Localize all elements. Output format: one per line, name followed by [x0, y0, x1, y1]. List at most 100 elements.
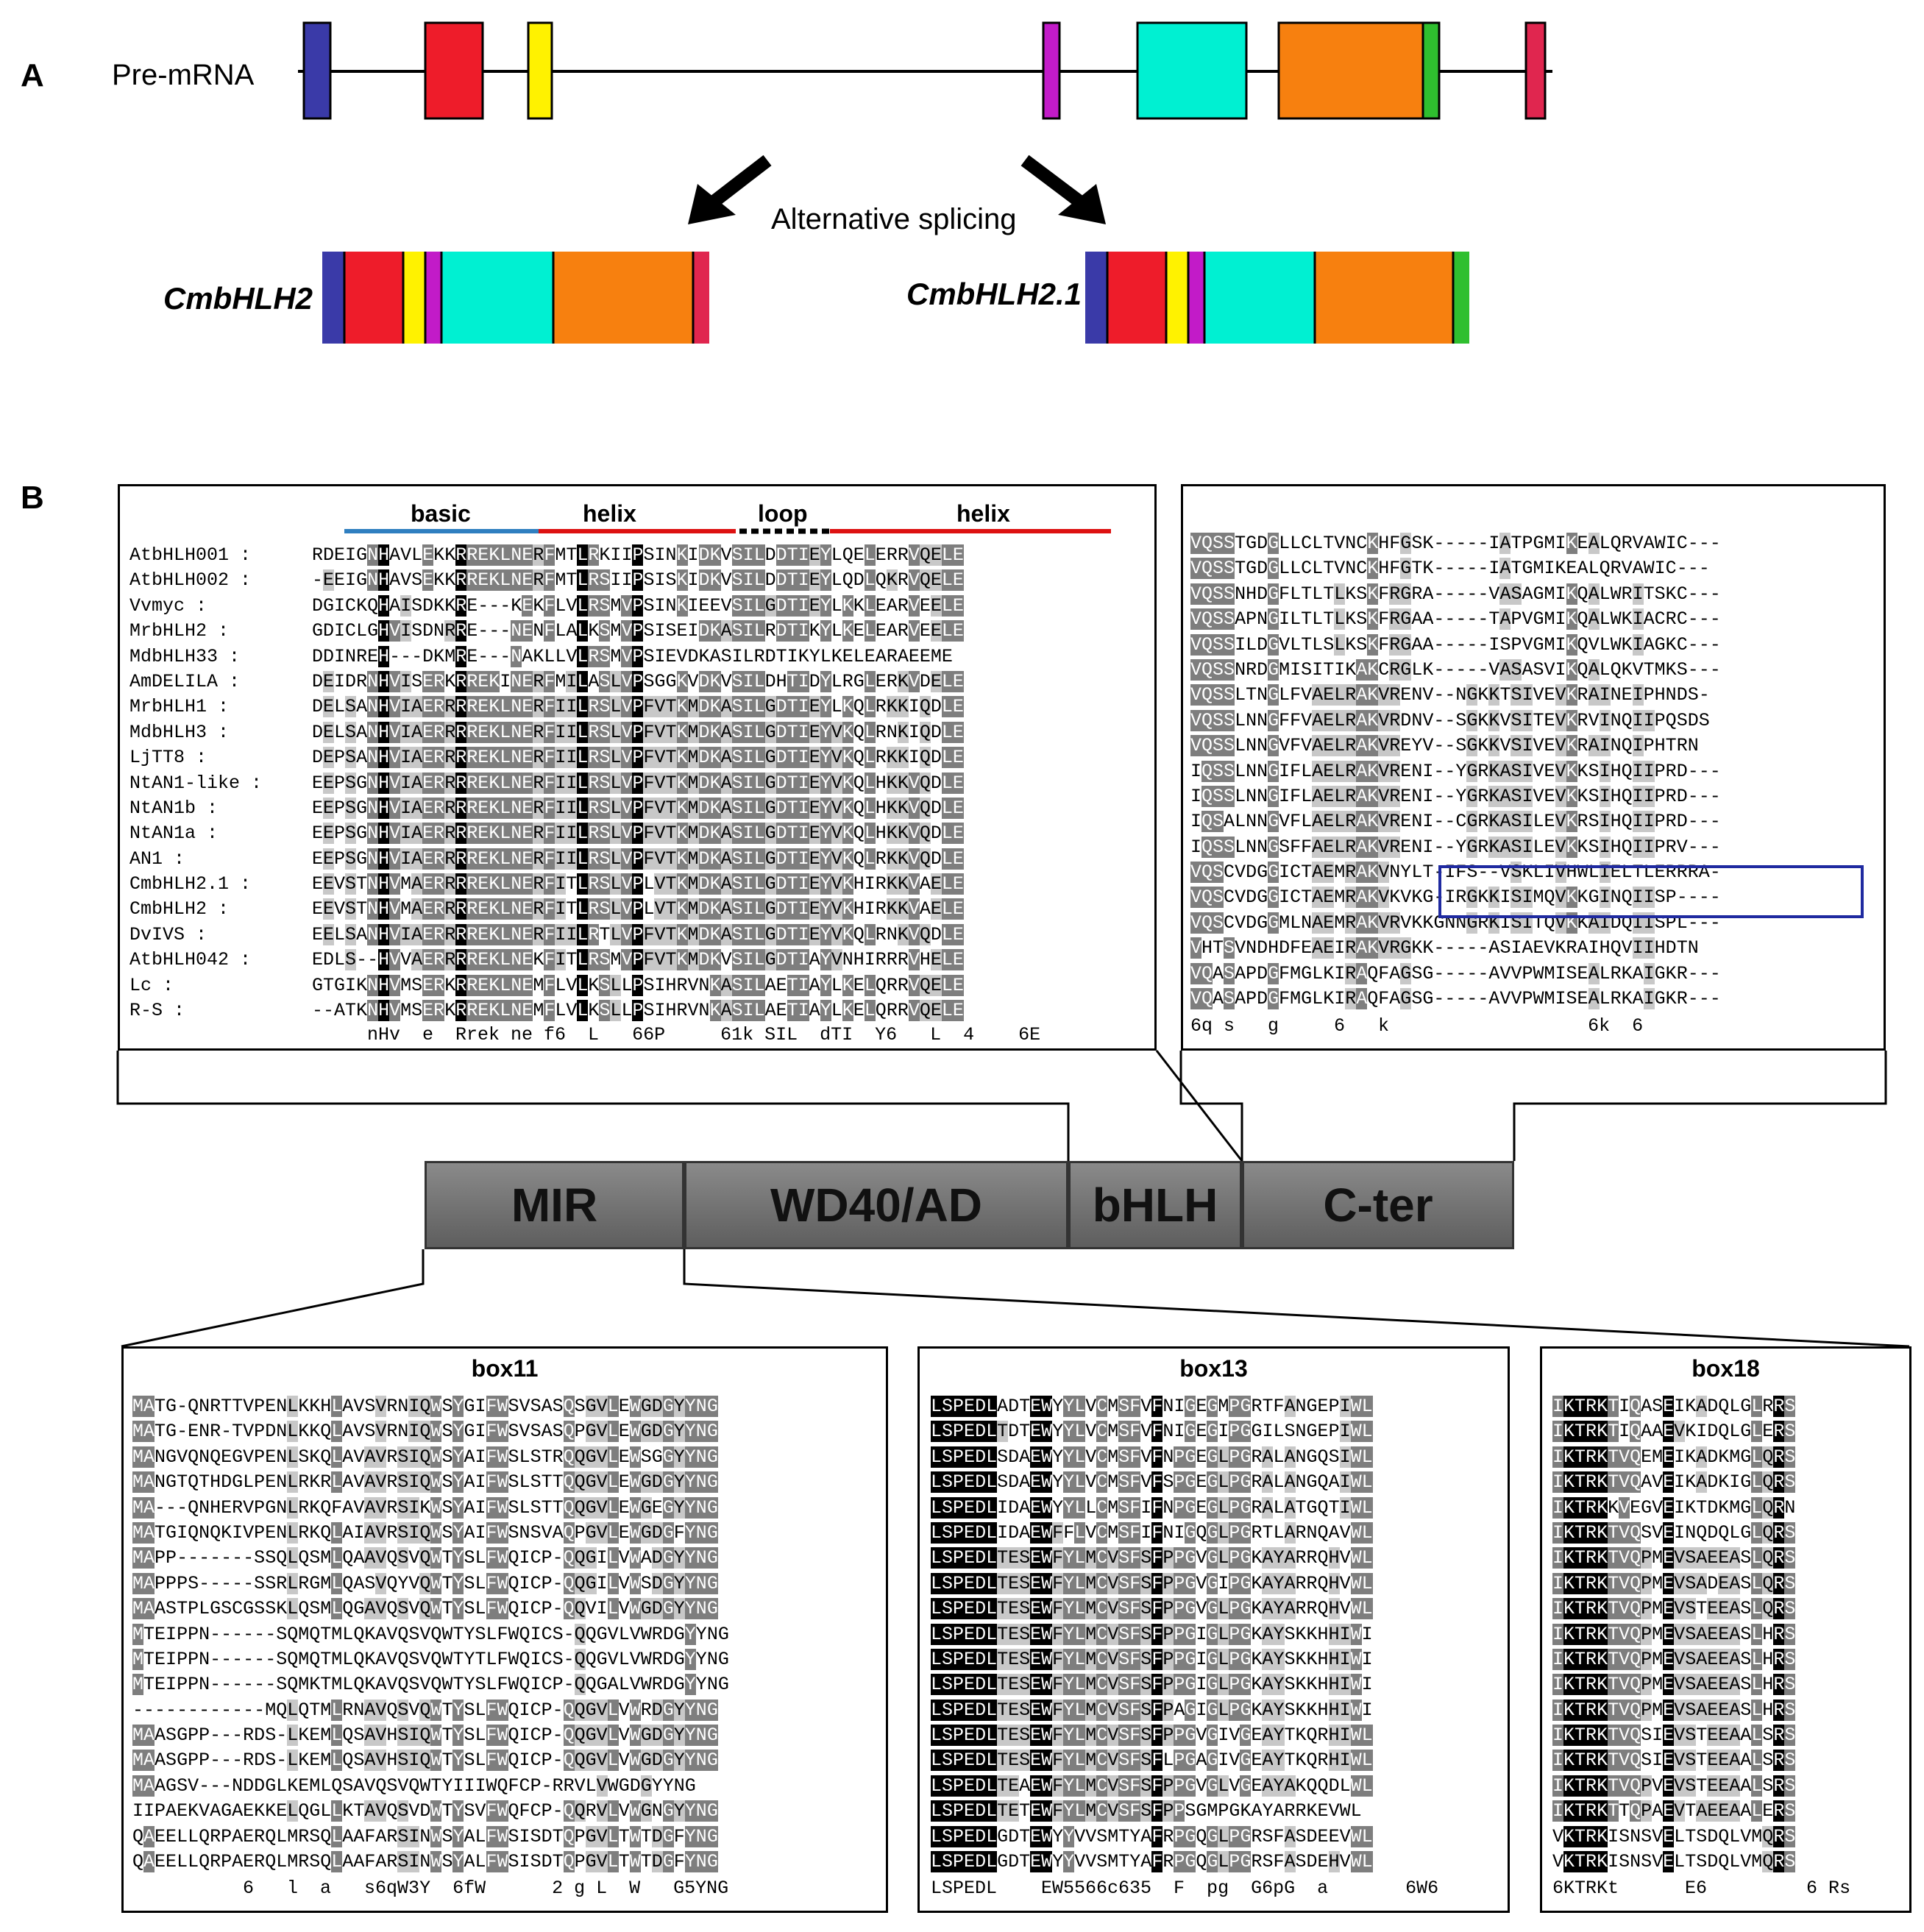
- species-name: MdbHLH33 :: [129, 645, 241, 667]
- alignment-row: IKTRKTVQPMEVSAEEASLHRS: [1552, 1674, 1796, 1696]
- box18-consensus: 6KTRKt E6 6 Rs: [1552, 1878, 1851, 1899]
- species-name: MrbHLH1 :: [129, 696, 230, 718]
- alignment-row: LSPEDLTESEWFYLMCVSFSFPAGIGLPGKAYSKKHHIWI: [931, 1699, 1373, 1721]
- alignment-row: DELSANHVIAERRRREKLNERFIILRSLVPFVTKMDKASI…: [312, 696, 964, 718]
- species-name: AmDELILA :: [129, 670, 241, 692]
- alignment-row: LSPEDLTEAEWFYLMCVSFSFPPGVGLVGEAYAKQQDLWL: [931, 1775, 1373, 1797]
- exon-8: [1524, 21, 1547, 120]
- species-name: MdbHLH3 :: [129, 721, 230, 743]
- exon-7: [1421, 21, 1441, 120]
- alignment-row: MTEIPPN------SQMQTMLQKAVQSVQWTYSLFWQICS-…: [132, 1623, 729, 1645]
- isoform-cmbhlh2-label: CmbHLH2: [163, 281, 313, 316]
- alignment-row: IQSSLNNGIFLAELRAKVRENI--YGRKASIVEVKKSIHQ…: [1190, 760, 1721, 782]
- alignment-row: LSPEDLTESEWFYLMCVSFSFPPGIGLPGKAYSKKHHIWI: [931, 1648, 1373, 1670]
- alignment-row: IKTRKTTQPAEVTAEEAALERS: [1552, 1800, 1796, 1822]
- alignment-row: GTGIKNHVMSERKRREKLNEMFLVLKSLLPSIHRVNKASI…: [312, 974, 964, 996]
- alignment-row: LSPEDLTESEWFYLMCVSFSFPPGIGLPGKAYSKKHHIWI: [931, 1674, 1373, 1696]
- alignment-row: VHTSVNDHDFEAEIRAKVRGKK-----ASIAEVKRAIHQV…: [1190, 937, 1699, 959]
- species-name: Lc :: [129, 974, 174, 996]
- species-name: AN1 :: [129, 848, 185, 870]
- alignment-row: MATG-QNRTTVPENLKKHLAVSVRNIQWSYGIFWSVSASQ…: [132, 1396, 718, 1417]
- alignment-row: VKTRKISNSVELTSDQLVMQRS: [1552, 1851, 1796, 1873]
- alignment-row: DELSANHVIAERRRREKLNERFIILRSLVPFVTKMDKASI…: [312, 721, 964, 743]
- panel-b-label: B: [21, 480, 44, 516]
- alignment-row: VQSSLNNGVFVAELRAKVREYV--SGKKVSIVEVKRAINQ…: [1190, 735, 1699, 757]
- alignment-row: LSPEDLTDTEWYYLVCMSFVFNIGEGIPGGILSNGEPIWL: [931, 1421, 1373, 1443]
- alignment-row: IKTRKKVEGVEIKTDKMGLQRN: [1552, 1496, 1796, 1519]
- alignment-row: VQSCVDGGICTAEMRAKVKVKG-IRGKKISIMQVKKGINQ…: [1190, 887, 1721, 909]
- alignment-row: LSPEDLTESEWFYLMCVSFSFPPGVGLPGKAYARRQHVWL: [931, 1598, 1373, 1620]
- alignment-row: LSPEDLTETEWFYLMCVSFSFPPSGMPGKAYARRKEVWL: [931, 1800, 1362, 1822]
- alignment-row: IKTRKTVQSVEINQDQLGLQRS: [1552, 1521, 1796, 1544]
- alignment-row: MAPP-------SSQLQSMLQAAVQSVQWTYSLFWQICP-Q…: [132, 1547, 718, 1569]
- alignment-row: MTEIPPN------SQMQTMLQKAVQSVQWTYTLFWQICS-…: [132, 1648, 729, 1670]
- alignment-row: IKTRKTVQPMEVSADEASLQRS: [1552, 1572, 1796, 1594]
- alignment-row: IKTRKTVQSIEVSTEEAALSRS: [1552, 1750, 1796, 1772]
- gene-structure-diagram: [298, 21, 1552, 344]
- alignment-row: IKTRKTVQPMEVSAEEASLHRS: [1552, 1623, 1796, 1645]
- alignment-row: LSPEDLADTEWYYLVCMSFVFNIGEGMPGRTFANGEPIWL: [931, 1396, 1373, 1417]
- arrow-left-icon: [688, 155, 772, 224]
- alignment-row: MANGVQNQEGVPENLSKQLAVAVRSIQWSYAIFWSLSTRQ…: [132, 1446, 718, 1468]
- alignment-row: VQASAPDGFMGLKIRAQFAGSG-----AVVPWMISEALRK…: [1190, 988, 1721, 1010]
- domain-cter: C-ter: [1242, 1161, 1514, 1249]
- alignment-row: VQSSNRDGMISITIKAKCRGLK-----VASASVIKQALQK…: [1190, 658, 1721, 681]
- alignment-row: MAPPPS-----SSRLRGMLQASVQYVQWTYSLFWQICP-Q…: [132, 1572, 718, 1594]
- alignment-row: -EEIGNHAVSEKKRREKLNERFMTLRSIIPSISKIDKVSI…: [312, 569, 964, 592]
- alignment-row: LSPEDLTESEWFYLMCVSFSFPPGVGIPGKAYARRQHVWL: [931, 1572, 1373, 1594]
- alignment-row: EEPSGNHVIAERRRREKLNERFIILRSLVPFVTKMDKASI…: [312, 848, 964, 870]
- loop-region-label: loop: [758, 500, 808, 527]
- alignment-row: VQSSLNNGFFVAELRAKVRDNV--SGKKVSITEVKRVINQ…: [1190, 709, 1710, 731]
- alignment-row: VQSSAPNGILTLTLKSKFRGAA-----TAPVGMIKQALWK…: [1190, 608, 1721, 631]
- isoform-difference-highlight: [1438, 865, 1864, 918]
- domain-wd40-ad: WD40/AD: [684, 1161, 1068, 1249]
- alignment-row: DDINREH---DKMRE---NAKLLVLRSMVPSIEVDKASIL…: [312, 645, 953, 667]
- exon-5: [1136, 21, 1248, 120]
- alignment-row: LSPEDLIDAEWFFLVCMSFIFNIGQGLPGRTLARNQAVWL: [931, 1521, 1373, 1544]
- arrow-right-icon: [1020, 155, 1106, 224]
- panel-a-label: A: [21, 57, 44, 93]
- alignment-row: QAEELLQRPAERQLMRSQLAAFARSINWSYALFWSISDTQ…: [132, 1851, 718, 1873]
- alignment-row: IKTRKTVQPMEVSAEEASLHRS: [1552, 1648, 1796, 1670]
- alignment-row: LSPEDLSDAEWYYLVCMSFVFSPGEGLPGRALANGQAIWL: [931, 1471, 1373, 1494]
- box18-title: box18: [1692, 1355, 1760, 1382]
- alignment-row: EEPSGNHVIAERRRREKLNERFIILRSLVPFVTKMDKASI…: [312, 823, 964, 845]
- exon-1: [302, 21, 332, 120]
- alignment-row: VQSSILDGVLTLSLKSKFRGAA-----ISPVGMIKQVLWK…: [1190, 633, 1721, 656]
- alignment-row: EEPSGNHVIAERRRREKLNERFIILRSLVPFVTKMDKASI…: [312, 797, 964, 819]
- species-name: CmbHLH2.1 :: [129, 873, 252, 895]
- alignment-row: IIPAEKVAGAEKKELQGLLKTAVQSVDWTYSVFWQFCP-Q…: [132, 1800, 718, 1822]
- species-name: MrbHLH2 :: [129, 620, 230, 642]
- exon-3: [527, 21, 553, 120]
- alignment-row: MATGIQNQKIVPENLRKQLAIAVRSIQWSYAIFWSNSVAQ…: [132, 1521, 718, 1544]
- alignment-row: VKTRKISNSVELTSDQLVMQRS: [1552, 1825, 1796, 1847]
- bhlh-consensus: nHv e Rrek ne f6 L 66P 61k SIL dTI Y6 L …: [312, 1024, 1041, 1045]
- alignment-row: DGICKQHAISDKKRE---KEKFLVLRSMVPSINKIEEVSI…: [312, 594, 964, 617]
- alignment-row: GDICLGHVISDNRRE---NENFLALKSMVPSISEIDKASI…: [312, 620, 964, 642]
- alignment-row: VQSSTGDGLLCLTVNCKHFGTK-----IATGMIKEALQRV…: [1190, 558, 1710, 580]
- alignment-row: VQSSTGDGLLCLTVNCKHFGSK-----IATPGMIKEALQR…: [1190, 533, 1721, 554]
- alternative-splicing-label: Alternative splicing: [771, 203, 1017, 235]
- species-name: NtAN1a :: [129, 823, 219, 845]
- alignment-row: --ATKNHVMSERKRREKLNEMFLVLKSLLPSIHRVNKASI…: [312, 1000, 964, 1022]
- alignment-row: IKTRKTIQASEIKADQLGLRRS: [1552, 1396, 1796, 1417]
- box11-sequences: MATG-QNRTTVPENLKKHLAVSVRNIQWSYGIFWSVSASQ…: [132, 1394, 729, 1875]
- alignment-row: LSPEDLTESEWFYLMCVSFSFPPGIGLPGKAYSKKHHIWI: [931, 1623, 1373, 1645]
- premrna-label: Pre-mRNA: [112, 59, 255, 91]
- alignment-row: LSPEDLTESEWFYLMCVSFSFPPGVGLPGKAYARRQHVWL: [931, 1547, 1373, 1569]
- alignment-row: LSPEDLIDAEWYYLLCMSFIFNPGEGLPGRALATGQTIWL: [931, 1496, 1373, 1519]
- helix1-region-label: helix: [583, 500, 636, 527]
- alignment-row: MAASGPP---RDS-LKEMLQSAVHSIQWTYSLFWQICP-Q…: [132, 1725, 718, 1747]
- alignment-row: EEVSTNHVMAERRRREKLNERFITLRSLVPLVTKMDKASI…: [312, 898, 964, 920]
- alignment-row: LSPEDLTESEWFYLMCVSFSFPPGVGIVGEAYTKQRHIWL: [931, 1725, 1373, 1747]
- alignment-row: IKTRKTVQPMEVSAEEASLHRS: [1552, 1699, 1796, 1721]
- alignment-row: MAAGSV---NDDGLKEMLQSAVQSVQWTYIIIWQFCP-RR…: [132, 1775, 696, 1797]
- alignment-row: EELSANHVIAERRRREKLNERFIILRTLVPFVTKMDKASI…: [312, 923, 964, 945]
- alignment-row: VQSSLTNGLFVAELRAKVRENV--NGKKTSIVEVKRAINE…: [1190, 684, 1710, 706]
- box11-consensus: 6 l a s6qW3Y 6fW 2 g L W G5YNG: [132, 1878, 729, 1899]
- alignment-row: DEIDRNHVISERKRREKINERFMILASLVPSGGKVDKVSI…: [312, 670, 964, 692]
- alignment-row: MATG-ENR-TVPDNLKKQLAVSVRNIQWSYGIFWSVSASQ…: [132, 1421, 718, 1443]
- alignment-row: IKTRKTVQPMEVSTEEASLQRS: [1552, 1598, 1796, 1620]
